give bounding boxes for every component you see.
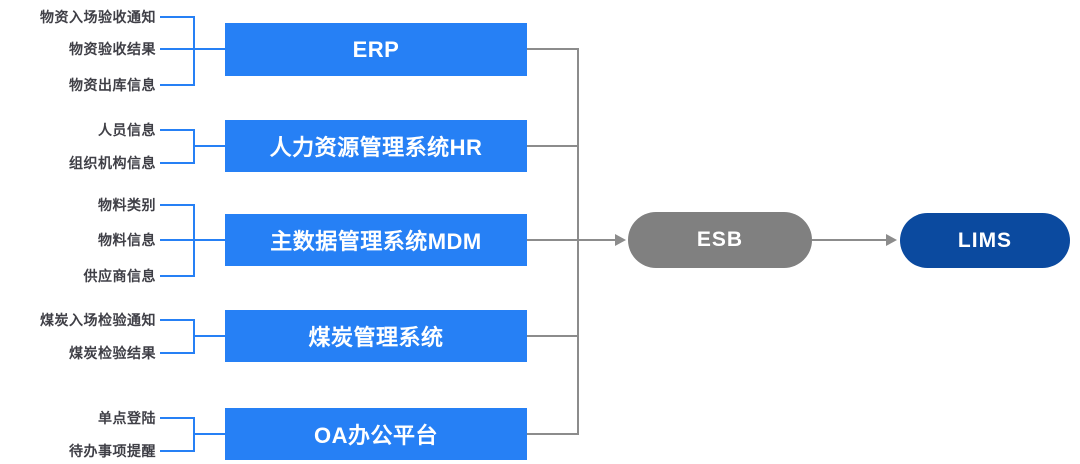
connector-trunk: [193, 433, 227, 435]
connector-trunk: [193, 48, 227, 50]
hub-node-esb[interactable]: ESB: [628, 212, 812, 268]
bus-branch-oa: [527, 433, 579, 435]
system-box-coal[interactable]: 煤炭管理系统: [225, 310, 527, 362]
source-label: 煤炭检验结果: [69, 345, 156, 361]
source-label: 煤炭入场检验通知: [40, 312, 156, 328]
system-box-hr[interactable]: 人力资源管理系统HR: [225, 120, 527, 172]
source-label: 供应商信息: [83, 268, 156, 284]
connector-stub: [160, 129, 195, 131]
source-label: 待办事项提醒: [69, 443, 156, 459]
connector-stub: [160, 352, 195, 354]
system-box-oa[interactable]: OA办公平台: [225, 408, 527, 460]
connector-trunk: [193, 239, 227, 241]
source-label: 物资出库信息: [69, 77, 156, 93]
bus-branch-erp: [527, 48, 579, 50]
connector-stub: [160, 417, 195, 419]
connector-stub: [160, 275, 195, 277]
source-label: 物资验收结果: [69, 41, 156, 57]
bus-branch-mdm: [527, 239, 579, 241]
connector-stub: [160, 239, 195, 241]
bus-trunk: [577, 48, 579, 435]
connector-trunk: [193, 335, 227, 337]
source-label: 组织机构信息: [69, 155, 156, 171]
source-label: 单点登陆: [98, 410, 156, 426]
connector-trunk: [193, 145, 227, 147]
connector-stub: [160, 204, 195, 206]
source-label: 物料类别: [98, 197, 156, 213]
lims-inbound-arrowhead: [886, 234, 897, 246]
connector-bracket: [193, 16, 195, 86]
esb-inbound-line: [577, 239, 619, 241]
connector-stub: [160, 162, 195, 164]
connector-stub: [160, 48, 195, 50]
connector-stub: [160, 84, 195, 86]
bus-branch-coal: [527, 335, 579, 337]
connector-stub: [160, 450, 195, 452]
system-box-erp[interactable]: ERP: [225, 23, 527, 76]
target-node-lims[interactable]: LIMS: [900, 213, 1070, 268]
lims-inbound-line: [812, 239, 890, 241]
connector-stub: [160, 16, 195, 18]
source-label: 物资入场验收通知: [40, 9, 156, 25]
connector-stub: [160, 319, 195, 321]
bus-branch-hr: [527, 145, 579, 147]
esb-inbound-arrowhead: [615, 234, 626, 246]
source-label: 物料信息: [98, 232, 156, 248]
system-box-mdm[interactable]: 主数据管理系统MDM: [225, 214, 527, 266]
source-label: 人员信息: [98, 122, 156, 138]
